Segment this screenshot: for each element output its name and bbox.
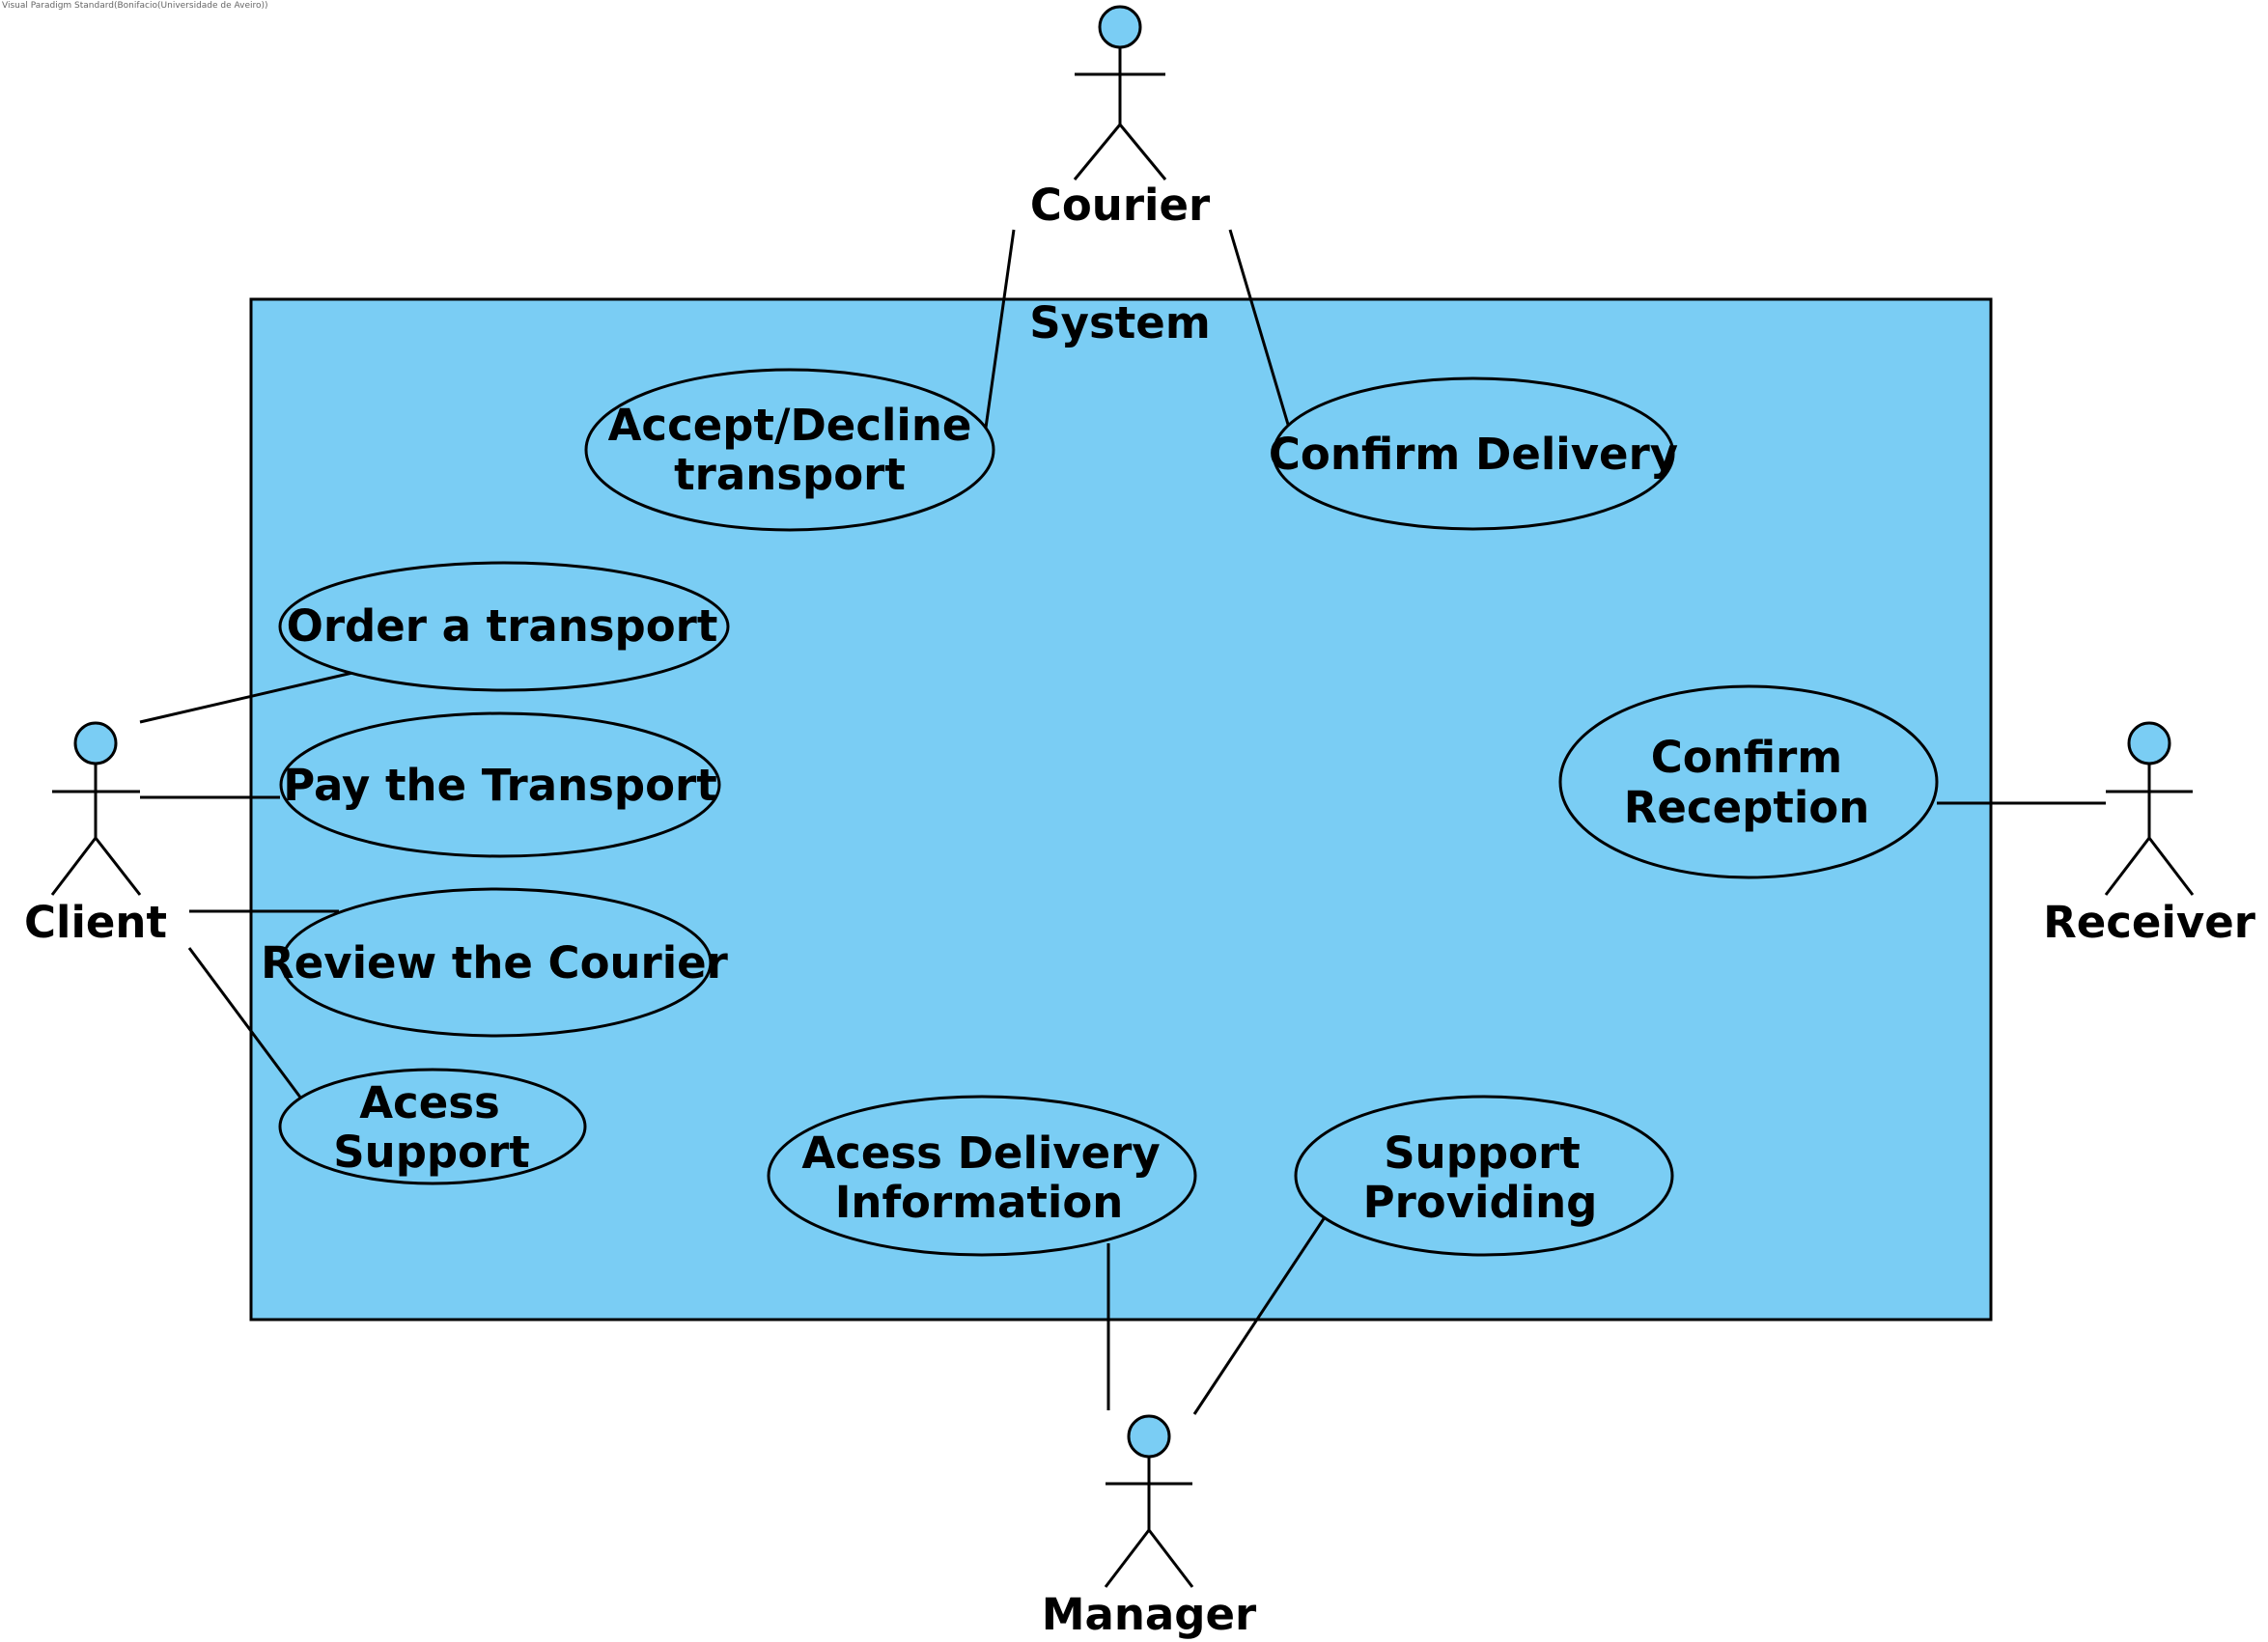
use-case-label: Support bbox=[333, 1127, 530, 1178]
assoc-manager-support-providing[interactable] bbox=[1192, 1216, 1327, 1415]
use-case-label: Acess Delivery bbox=[801, 1127, 1160, 1179]
use-case-order-a-transport[interactable]: Order a transport bbox=[278, 561, 730, 692]
actor-label: Client bbox=[24, 897, 167, 948]
use-case-label: Acess bbox=[359, 1077, 500, 1128]
use-case-confirm-delivery[interactable]: Confirm Delivery bbox=[1269, 376, 1678, 531]
use-case-acess-support[interactable]: Acess Support bbox=[278, 1068, 587, 1185]
stick-figure-icon bbox=[50, 721, 142, 896]
use-case-label: Review the Courier bbox=[261, 937, 729, 988]
stick-figure-icon bbox=[2104, 721, 2195, 896]
use-case-review-the-courier[interactable]: Review the Courier bbox=[261, 887, 729, 1038]
associations bbox=[139, 229, 2106, 1415]
use-case-label: Pay the Transport bbox=[283, 760, 716, 811]
actor-receiver[interactable]: Receiver bbox=[2043, 721, 2256, 948]
use-case-label: Order a transport bbox=[287, 600, 718, 652]
actor-courier[interactable]: Courier bbox=[1030, 5, 1211, 231]
actor-manager[interactable]: Manager bbox=[1042, 1414, 1257, 1640]
use-case-confirm-reception[interactable]: Confirm Reception bbox=[1558, 684, 1939, 879]
use-case-pay-the-transport[interactable]: Pay the Transport bbox=[279, 711, 721, 858]
use-case-label: Reception bbox=[1624, 782, 1869, 833]
watermark: Visual Paradigm Standard(Bonifacio(Unive… bbox=[2, 1, 268, 11]
actor-label: Manager bbox=[1042, 1589, 1257, 1640]
use-case-label: Confirm bbox=[1651, 732, 1842, 783]
actor-label: Courier bbox=[1030, 180, 1211, 231]
assoc-client-support[interactable] bbox=[187, 947, 303, 1099]
use-case-label: Support bbox=[1384, 1127, 1581, 1179]
use-case-label: transport bbox=[674, 449, 906, 500]
assoc-client-order[interactable] bbox=[139, 671, 353, 724]
actor-label: Receiver bbox=[2043, 897, 2256, 948]
use-case-accept-decline-transport[interactable]: Accept/Decline transport bbox=[584, 368, 995, 532]
use-case-label: Providing bbox=[1363, 1177, 1598, 1228]
stick-figure-icon bbox=[1073, 5, 1167, 181]
use-case-label: Confirm Delivery bbox=[1269, 429, 1678, 480]
use-case-label: Information bbox=[835, 1177, 1124, 1228]
actor-client[interactable]: Client bbox=[24, 721, 167, 948]
stick-figure-icon bbox=[1104, 1414, 1194, 1588]
assoc-courier-confirm-delivery[interactable] bbox=[1228, 229, 1291, 429]
assoc-courier-accept[interactable] bbox=[984, 229, 1016, 429]
use-case-label: Accept/Decline bbox=[608, 400, 972, 451]
use-case-acess-delivery-information[interactable]: Acess Delivery Information bbox=[767, 1095, 1197, 1257]
system-label: System bbox=[1029, 297, 1210, 348]
use-case-support-providing[interactable]: Support Providing bbox=[1294, 1095, 1674, 1257]
